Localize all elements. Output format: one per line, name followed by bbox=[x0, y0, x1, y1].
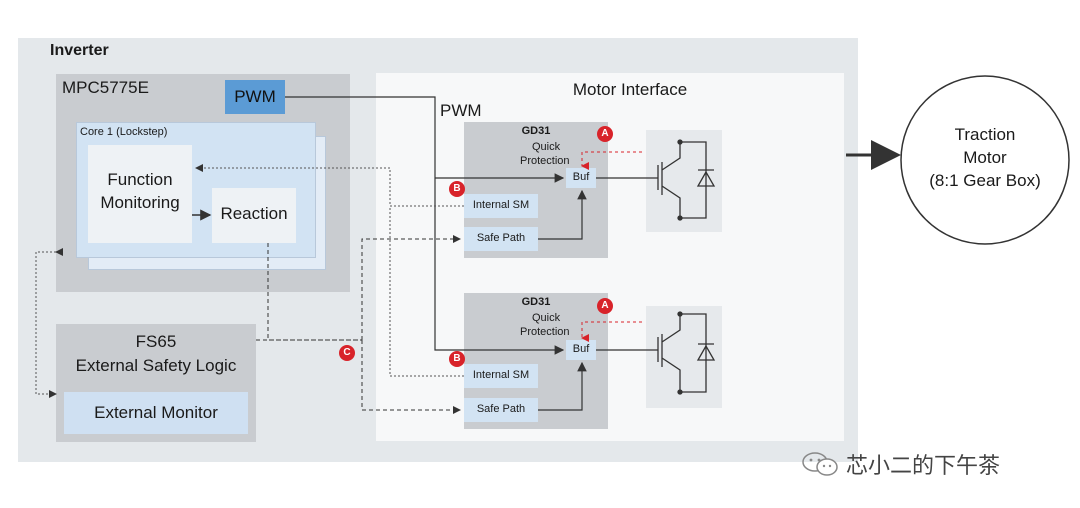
fs65-title: FS65 bbox=[135, 332, 177, 351]
marker-b-1: B bbox=[449, 181, 465, 197]
core-1-title: Core 1 (Lockstep) bbox=[80, 126, 168, 138]
igbt-symbol-box-1 bbox=[646, 130, 722, 232]
marker-c: C bbox=[339, 345, 355, 361]
traction-motor-line1: Traction bbox=[954, 125, 1016, 144]
inverter-title: Inverter bbox=[50, 42, 109, 59]
gd31-1-buf bbox=[566, 168, 596, 188]
igbt-symbol-1 bbox=[657, 139, 716, 221]
internal-sm-feedback-lines bbox=[195, 164, 464, 377]
gd31-2-internal-sm-label: Internal SM bbox=[472, 369, 530, 381]
gd31-2-quick: Quick bbox=[532, 312, 561, 324]
traction-motor-line3: (8:1 Gear Box) bbox=[929, 171, 1041, 190]
igbt-symbol-box-2 bbox=[646, 306, 722, 408]
function-monitoring-line2: Monitoring bbox=[100, 193, 180, 212]
fs65-subtitle: External Safety Logic bbox=[75, 356, 237, 375]
gd31-1-protection: Protection bbox=[520, 155, 570, 167]
marker-b-2: B bbox=[449, 351, 465, 367]
gd31-1-safe-path bbox=[464, 227, 538, 251]
marker-a-2: A bbox=[597, 298, 613, 314]
gd31-1-quick: Quick bbox=[532, 141, 561, 153]
motor-interface-pwm-label: PWM bbox=[440, 101, 482, 120]
traction-motor-circle bbox=[900, 75, 1070, 245]
traction-motor-line2: Motor bbox=[963, 148, 1007, 167]
igbt-symbol-2 bbox=[657, 311, 716, 395]
quick-protection-paths bbox=[581, 151, 642, 342]
safe-path-command-lines bbox=[256, 235, 461, 414]
gd31-1-internal-sm bbox=[464, 194, 538, 218]
wechat-icon bbox=[800, 450, 842, 478]
gd31-2-safe-path bbox=[464, 398, 538, 422]
gd31-2-protection: Protection bbox=[520, 326, 570, 338]
gd31-1-internal-sm-label: Internal SM bbox=[472, 199, 530, 211]
gd31-1-title: GD31 bbox=[521, 125, 551, 137]
gd31-2-internal-sm bbox=[464, 364, 538, 388]
mcu-pwm-block bbox=[225, 80, 285, 114]
gd31-2-buf bbox=[566, 340, 596, 360]
gd31-2-title: GD31 bbox=[521, 296, 551, 308]
watermark-text: 芯小二的下午茶 bbox=[846, 453, 1001, 478]
gd31-1-buf-label: Buf bbox=[572, 171, 590, 183]
gd31-1-safe-path-label: Safe Path bbox=[476, 232, 526, 244]
gd31-2-buf-label: Buf bbox=[572, 343, 590, 355]
reaction-label: Reaction bbox=[220, 204, 288, 223]
function-monitoring-line1: Function bbox=[107, 170, 173, 189]
gd31-2-safe-path-label: Safe Path bbox=[476, 403, 526, 415]
reaction-block bbox=[212, 188, 296, 243]
motor-interface-title: Motor Interface bbox=[572, 80, 688, 99]
external-monitor-block bbox=[64, 392, 248, 434]
mpc5775e-title: MPC5775E bbox=[62, 78, 149, 97]
mcu-fs65-link bbox=[35, 248, 63, 398]
mcu-pwm-label: PWM bbox=[234, 87, 276, 106]
external-monitor-label: External Monitor bbox=[94, 403, 218, 422]
function-monitoring-block bbox=[88, 145, 192, 243]
marker-a-1: A bbox=[597, 126, 613, 142]
safe-path-lines bbox=[538, 189, 587, 411]
pwm-signal-lines bbox=[285, 96, 565, 355]
buf-output-lines bbox=[596, 177, 658, 351]
